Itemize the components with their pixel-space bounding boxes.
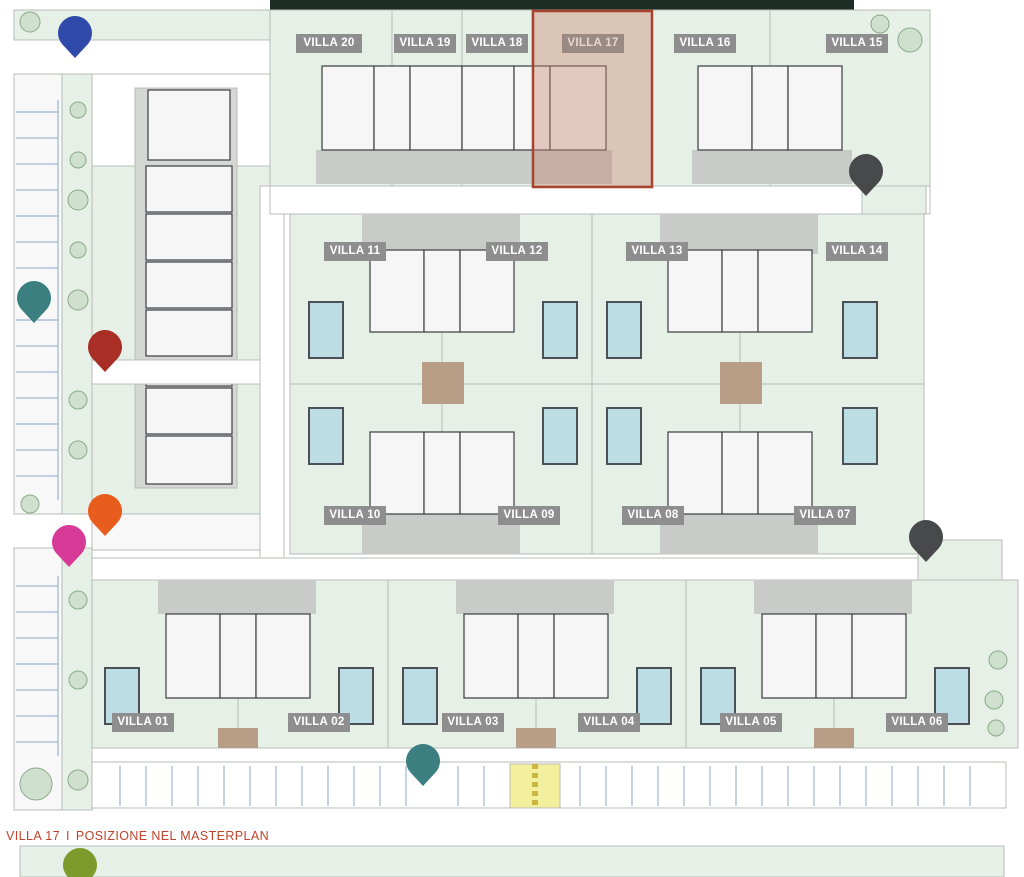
markers [17, 16, 944, 877]
marker-olive [63, 848, 97, 877]
villa-label-20[interactable]: VILLA 20 [296, 34, 362, 53]
marker-red [88, 330, 122, 372]
caption-text: POSIZIONE NEL MASTERPLAN [75, 829, 270, 843]
marker-blue [58, 16, 92, 58]
villa-label-17[interactable]: VILLA 17 [562, 34, 624, 53]
villa-label-19[interactable]: VILLA 19 [394, 34, 456, 53]
masterplan-caption: VILLA 17 I POSIZIONE NEL MASTERPLAN [6, 829, 269, 843]
villa-label-08[interactable]: VILLA 08 [622, 506, 684, 525]
marker-teal-west [17, 281, 51, 323]
villa-label-15[interactable]: VILLA 15 [826, 34, 888, 53]
villa-label-11[interactable]: VILLA 11 [324, 242, 386, 261]
villa-label-16[interactable]: VILLA 16 [674, 34, 736, 53]
marker-teal-south [406, 744, 440, 786]
south-row [13, 547, 1019, 877]
marker-orange [88, 494, 122, 536]
parking-west [16, 100, 59, 500]
villa-label-07[interactable]: VILLA 07 [794, 506, 856, 525]
marker-magenta [52, 525, 87, 567]
villa-label-01[interactable]: VILLA 01 [112, 713, 174, 732]
villa-label-18[interactable]: VILLA 18 [466, 34, 528, 53]
villa-label-12[interactable]: VILLA 12 [486, 242, 548, 261]
villa-label-09[interactable]: VILLA 09 [498, 506, 560, 525]
villa-label-04[interactable]: VILLA 04 [578, 713, 640, 732]
villa-label-13[interactable]: VILLA 13 [626, 242, 688, 261]
caption-villa: VILLA 17 [6, 829, 60, 843]
villa-label-10[interactable]: VILLA 10 [324, 506, 386, 525]
pools-south [104, 667, 970, 725]
marker-grey-north [849, 154, 883, 196]
pools-middle [308, 301, 878, 465]
villa-label-03[interactable]: VILLA 03 [442, 713, 504, 732]
landscaping [19, 11, 1008, 801]
villa-label-05[interactable]: VILLA 05 [720, 713, 782, 732]
villa-label-14[interactable]: VILLA 14 [826, 242, 888, 261]
marker-grey-east [909, 520, 944, 562]
middle-block [289, 213, 1003, 581]
villa-label-02[interactable]: VILLA 02 [288, 713, 350, 732]
caption-separator: I [65, 829, 70, 843]
villa-label-06[interactable]: VILLA 06 [886, 713, 948, 732]
apartment-building [145, 89, 233, 485]
